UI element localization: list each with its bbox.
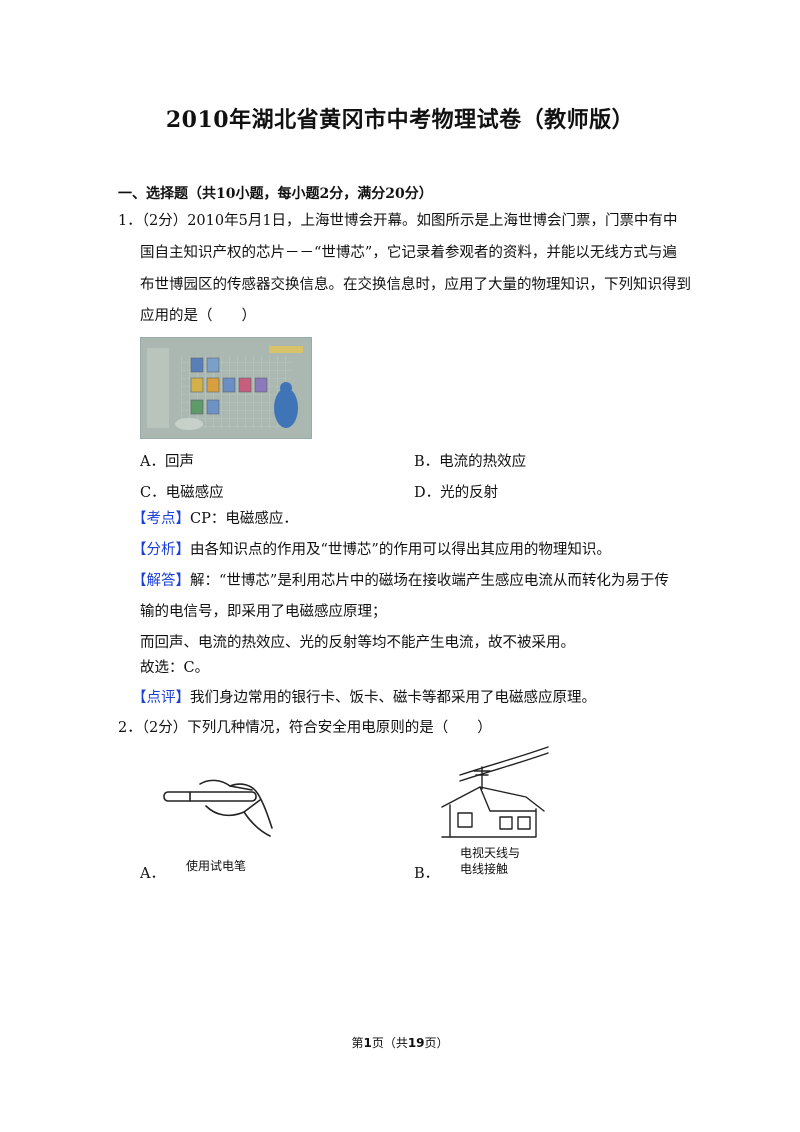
tv-antenna-illustration [441, 746, 549, 838]
q1-line-3: 布世博园区的传感器交换信息。在交换信息时，应用了大量的物理知识，下列知识得到 [140, 277, 691, 293]
q1-jieda-line-4: 故选：C。 [140, 660, 210, 676]
jieda-text-1: 解：“世博芯”是利用芯片中的磁场在接收端产生感应电流从而转化为易于传 [190, 573, 669, 589]
q1-jieda-line-3: 而回声、电流的热效应、光的反射等均不能产生电流，故不被采用。 [140, 635, 575, 651]
q2-caption-b-1: 电视天线与 [460, 846, 521, 860]
q1-jieda-line-2: 输的电信号，即采用了电磁感应原理； [140, 604, 387, 620]
kaodian-text: CP：电磁感应． [190, 511, 298, 527]
fenxi-tag: 【分析】 [132, 542, 190, 558]
q2-option-b: B． [414, 866, 440, 882]
q1-option-a: A．回声 [140, 454, 194, 470]
q1-jieda: 【解答】解：“世博芯”是利用芯片中的磁场在接收端产生感应电流从而转化为易于传 [132, 571, 669, 591]
jieda-tag: 【解答】 [132, 573, 190, 589]
q1-option-c: C．电磁感应 [140, 485, 224, 501]
section-heading: 一、选择题（共10小题，每小题2分，满分20分） [118, 186, 433, 202]
expo-ticket-illustration [141, 338, 311, 438]
q1-dianping: 【点评】我们身边常用的银行卡、饭卡、磁卡等都采用了电磁感应原理。 [132, 688, 596, 708]
q2-caption-a: 使用试电笔 [186, 859, 247, 873]
dianping-tag: 【点评】 [132, 690, 190, 706]
q2-option-a: A． [140, 866, 165, 882]
test-pen-illustration [163, 779, 273, 837]
q2-caption-b-2: 电线接触 [460, 862, 509, 876]
footer-post: 页） [424, 1036, 449, 1050]
q1-line-1: 1．（2分）2010年5月1日，上海世博会开幕。如图所示是上海世博会门票，门票中… [118, 213, 678, 229]
q1-fenxi: 【分析】由各知识点的作用及“世博芯”的作用可以得出其应用的物理知识。 [132, 540, 611, 560]
q1-line-2: 国自主知识产权的芯片－－“世博芯”，它记录着参观者的资料，并能以无线方式与遍 [140, 245, 677, 261]
footer-mid: 页（共 [371, 1036, 408, 1050]
footer-pre: 第 [351, 1036, 364, 1050]
page-title: 2010年湖北省黄冈市中考物理试卷（教师版） [165, 107, 635, 133]
q1-kaodian: 【考点】CP：电磁感应． [132, 509, 298, 529]
expo-ticket-image [140, 337, 312, 439]
q1-option-d: D．光的反射 [414, 485, 499, 501]
page-footer: 第1页（共19页） [0, 1034, 800, 1051]
footer-total-pages: 19 [407, 1036, 425, 1050]
kaodian-tag: 【考点】 [132, 511, 190, 527]
q1-line-4: 应用的是（ ） [140, 308, 256, 324]
q1-option-b: B．电流的热效应 [414, 454, 527, 470]
q2-line-1: 2．（2分）下列几种情况，符合安全用电原则的是（ ） [118, 720, 492, 736]
fenxi-text: 由各知识点的作用及“世博芯”的作用可以得出其应用的物理知识。 [190, 542, 611, 558]
footer-page-number: 1 [363, 1036, 372, 1050]
dianping-text: 我们身边常用的银行卡、饭卡、磁卡等都采用了电磁感应原理。 [190, 690, 596, 706]
